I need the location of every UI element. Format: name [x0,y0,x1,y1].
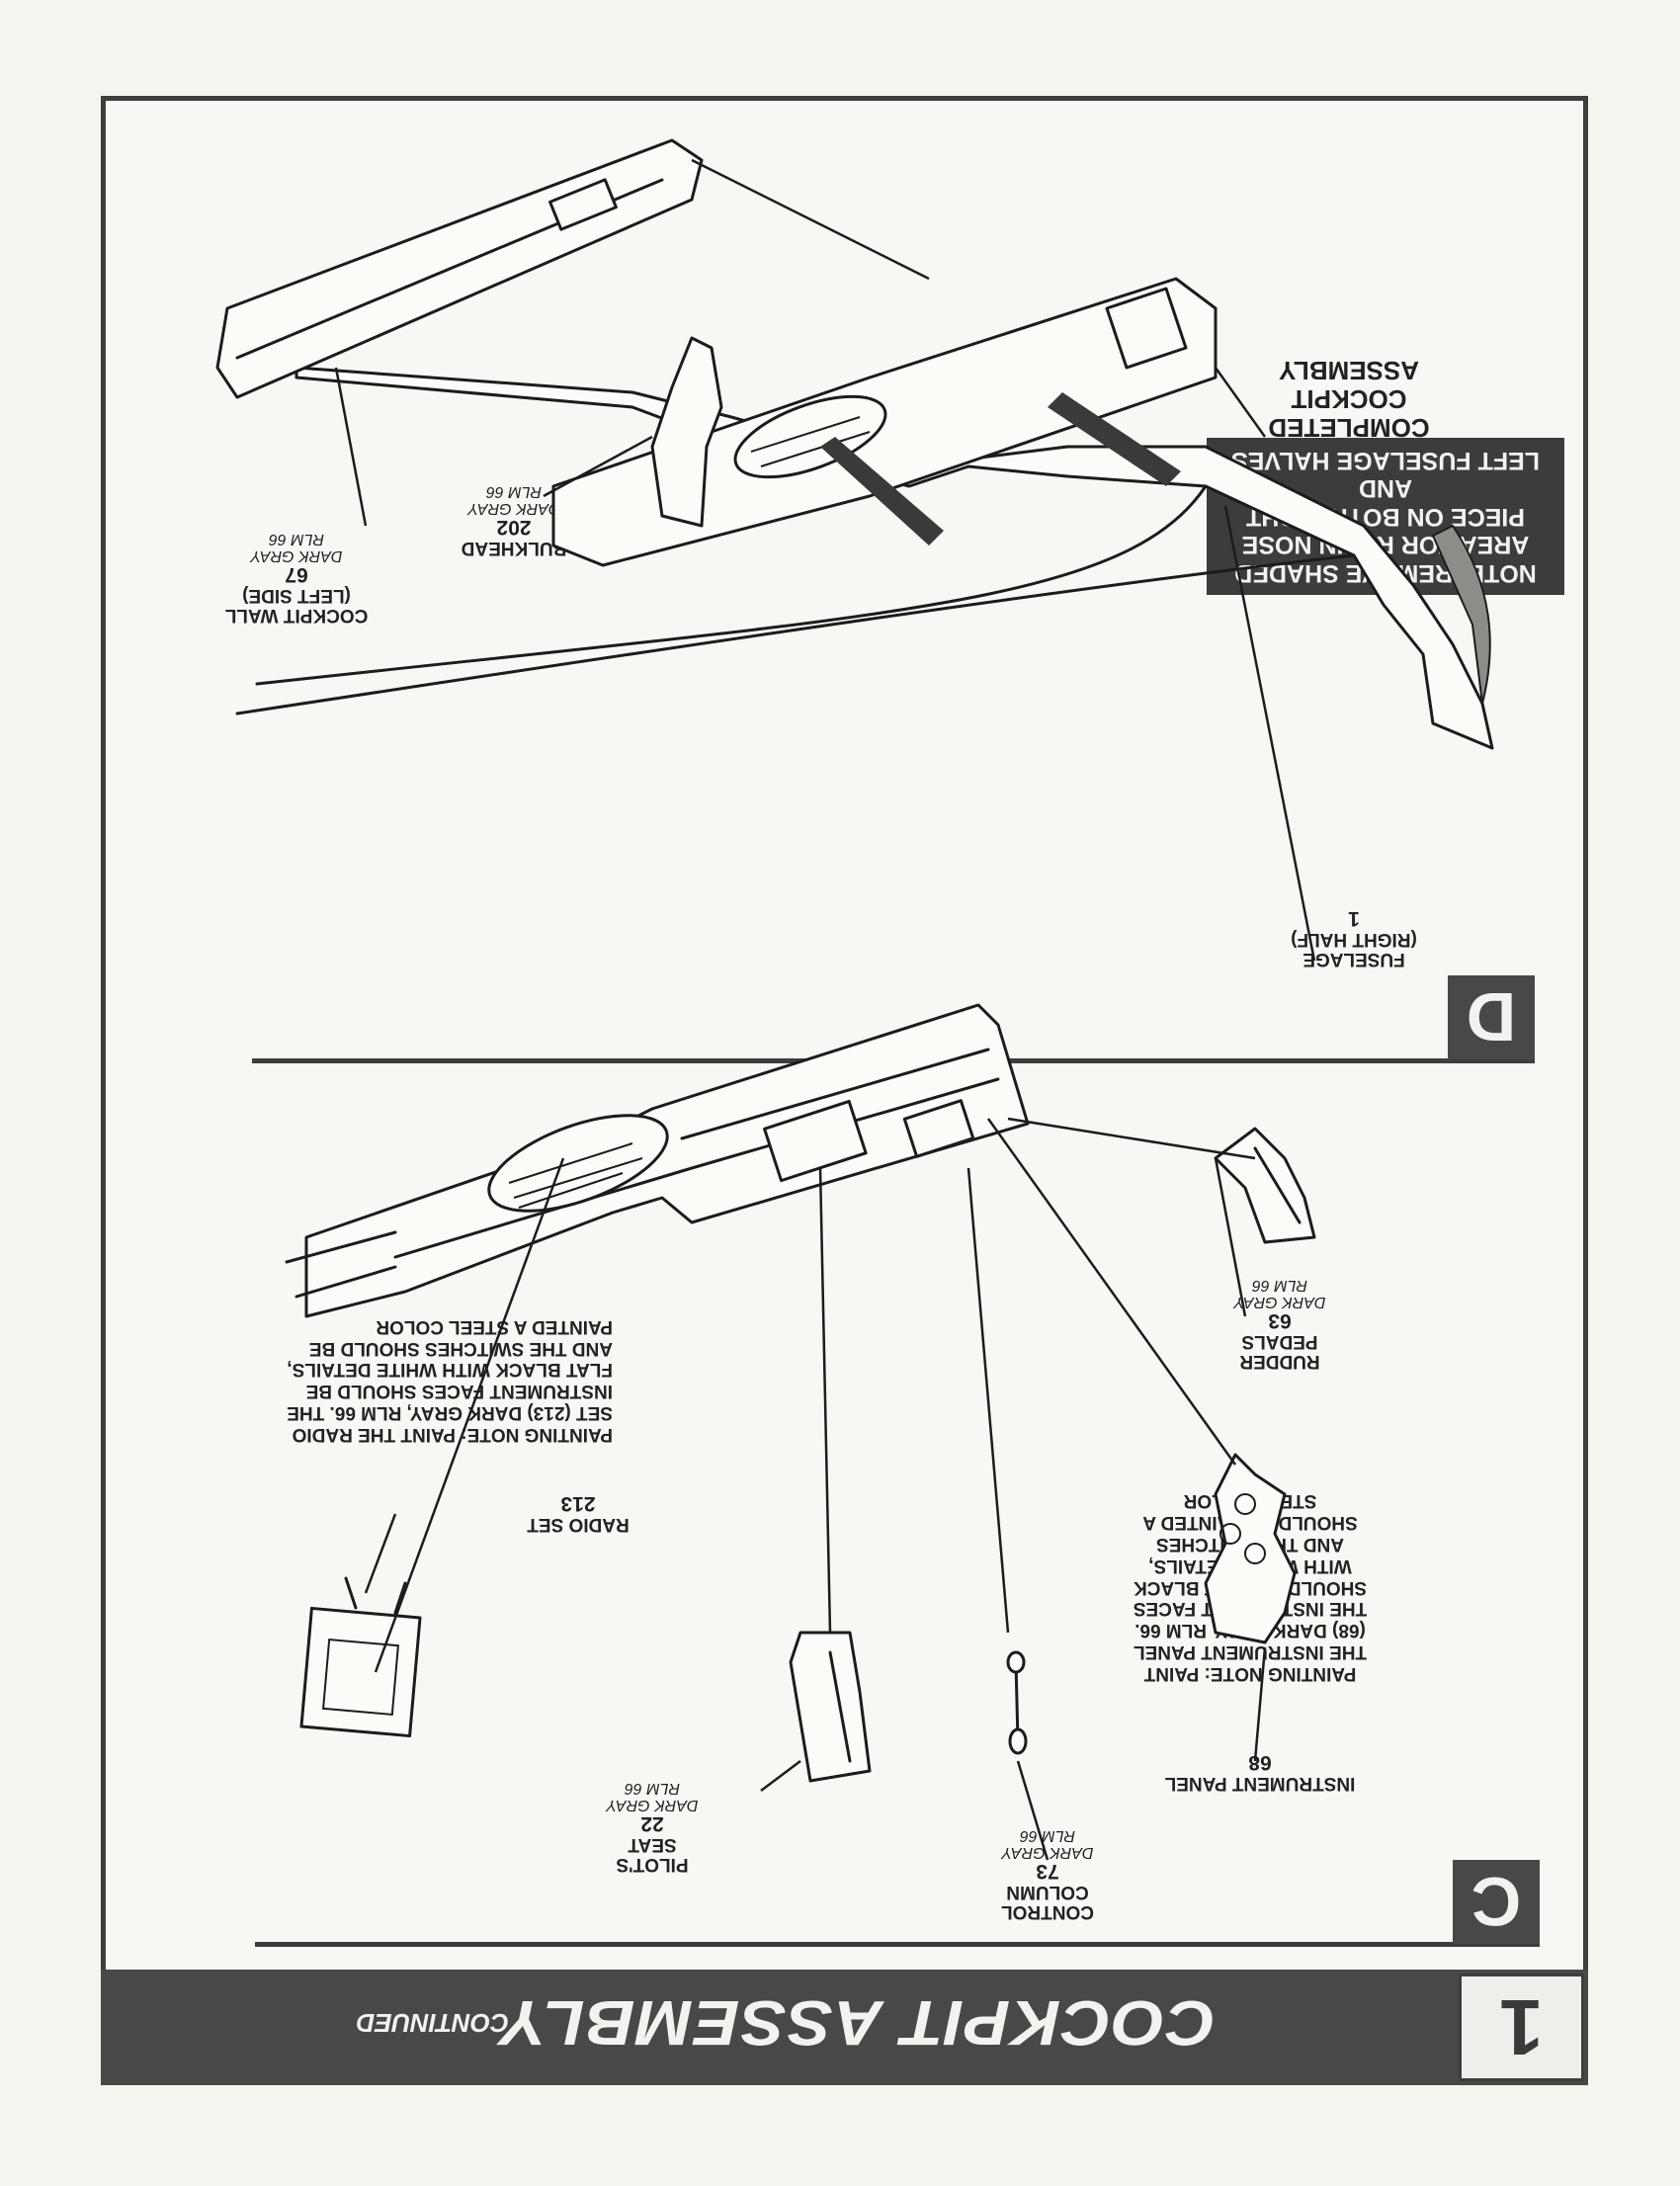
panel-d-rule [252,1058,1535,1063]
step-number: 1 [1499,1983,1544,2072]
part-label-instrument-panel: INSTRUMENT PANEL 68 [1164,1751,1356,1794]
panel-c-rule [255,1942,1540,1947]
part-label-radio-set: RADIO SET 213 [527,1492,630,1535]
instrument-panel-painting-note: PAINTING NOTE: PAINT THE INSTRUMENT PANE… [1133,1490,1368,1684]
completed-cockpit-label: COMPLETED COCKPIT ASSEMBLY [1268,355,1430,443]
resin-nose-note: NOTE: REMOVE SHADED AREA FOR RESIN NOSE … [1207,438,1564,595]
radio-set-painting-note: PAINTING NOTE: PAINT THE RADIO SET (213)… [287,1315,613,1445]
panel-d-letter: D [1466,978,1517,1056]
part-label-control-column: CONTROL COLUMN 73 DARK GRAY RLM 66 [1001,1827,1094,1922]
part-label-fuselage-right-half: FUSELAGE (RIGHT HALF) 1 [1291,907,1417,969]
step-subtitle: CONTINUED [356,2008,509,2038]
panel-d-badge: D [1448,975,1535,1059]
part-label-cockpit-wall: COCKPIT WALL (LEFT SIDE) 67 DARK GRAY RL… [224,531,369,626]
step-number-box: 1 [1459,1974,1584,2081]
part-label-bulkhead: BULKHEAD 202 DARK GRAY RLM 66 [461,483,567,558]
step-title: COCKPIT ASSEMBLY [500,1987,1216,2059]
panel-c-letter: C [1470,1863,1522,1941]
part-label-pilots-seat: PILOT'S SEAT 22 DARK GRAY RLM 66 [606,1780,699,1875]
part-label-rudder-pedals: RUDDER PEDALS 63 DARK GRAY RLM 66 [1233,1277,1326,1372]
panel-c-badge: C [1453,1860,1540,1944]
